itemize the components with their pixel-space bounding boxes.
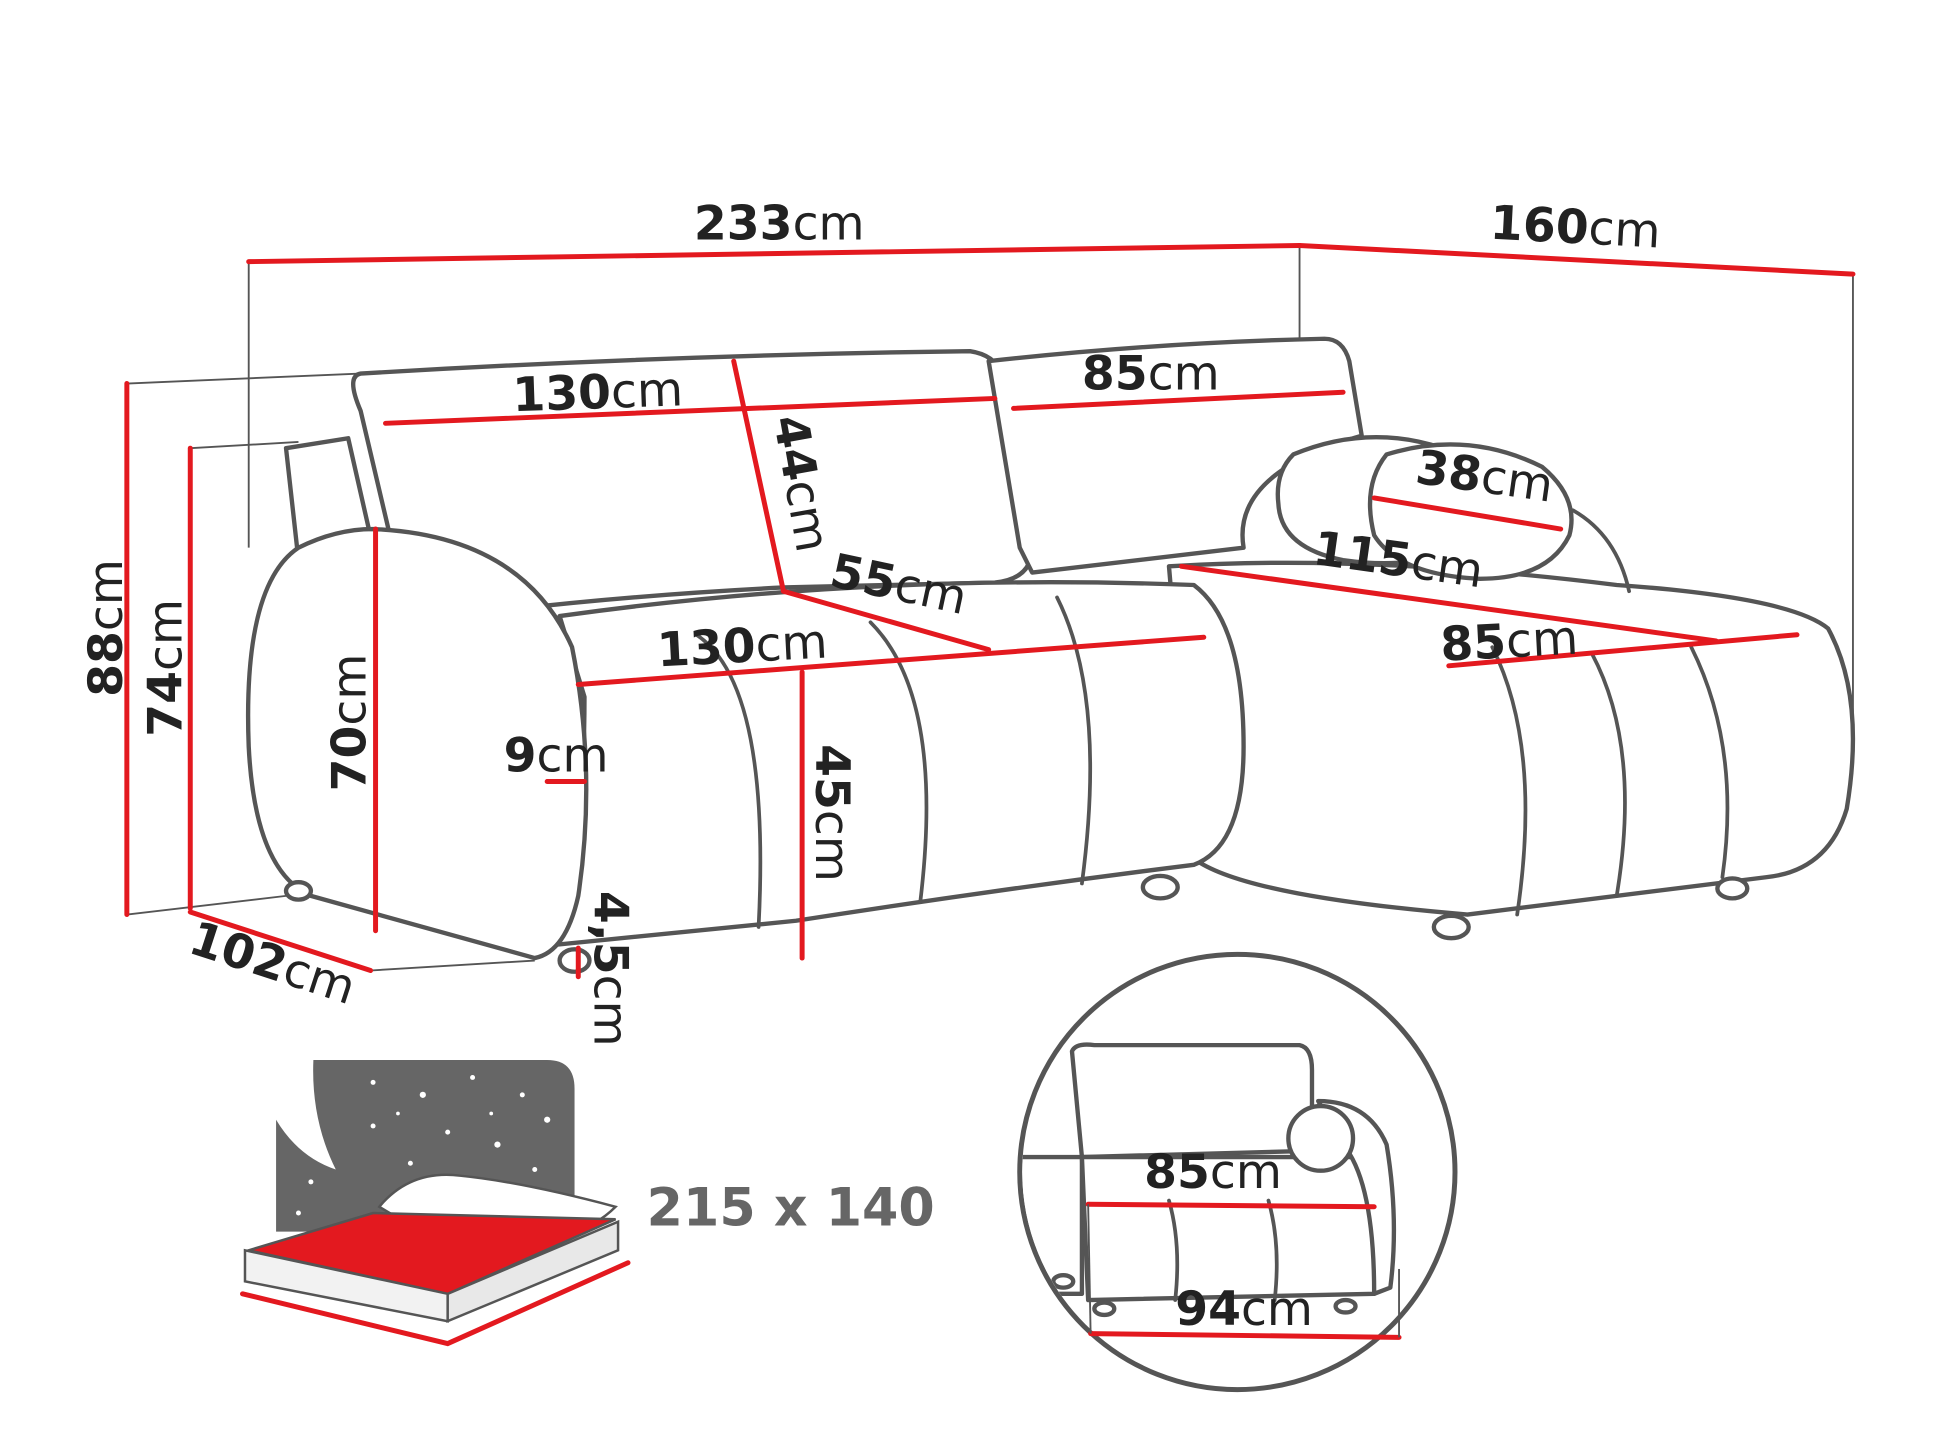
sofa-outline (245, 336, 1856, 974)
label-total-height: 88cm (79, 559, 134, 697)
label-backrest-right: 85cm (1082, 347, 1220, 402)
leg (1431, 913, 1471, 941)
bed-function-icon: 215 x 140 (240, 1060, 935, 1347)
label-total-depth: 102cm (183, 911, 362, 1016)
label-pillow: 38cm (1412, 440, 1556, 514)
bed-size-label: 215 x 140 (647, 1178, 935, 1238)
detail-inner-width-label: 85cm (1144, 1145, 1282, 1200)
label-backrest-left: 130cm (511, 362, 683, 423)
label-leg-height: 4,5cm (582, 891, 637, 1047)
dimension-lines (124, 243, 1856, 980)
label-seat-depth: 55cm (825, 544, 971, 626)
leg (1140, 873, 1180, 901)
detail-inset: 85cm 94cm (1017, 951, 1458, 1393)
label-chaise-length: 115cm (1310, 521, 1487, 599)
stars (295, 1074, 551, 1216)
label-seat-width: 130cm (656, 615, 829, 679)
label-armrest-height: 70cm (323, 654, 378, 792)
label-chaise-depth: 160cm (1489, 196, 1662, 260)
label-seat-height: 45cm (804, 744, 859, 882)
label-armrest-width: 9cm (504, 729, 609, 784)
leg (1715, 876, 1750, 901)
label-backrest-height: 44cm (762, 411, 840, 556)
label-total-width: 233cm (694, 196, 865, 251)
armrest (245, 526, 589, 961)
label-height-no-backrest: 74cm (139, 599, 194, 737)
guide-lines (126, 245, 1854, 972)
leg (283, 880, 314, 902)
seat-main (545, 580, 1246, 948)
label-chaise-width: 85cm (1439, 611, 1579, 673)
leg (557, 947, 592, 974)
detail-outer-width-label: 94cm (1175, 1282, 1313, 1337)
